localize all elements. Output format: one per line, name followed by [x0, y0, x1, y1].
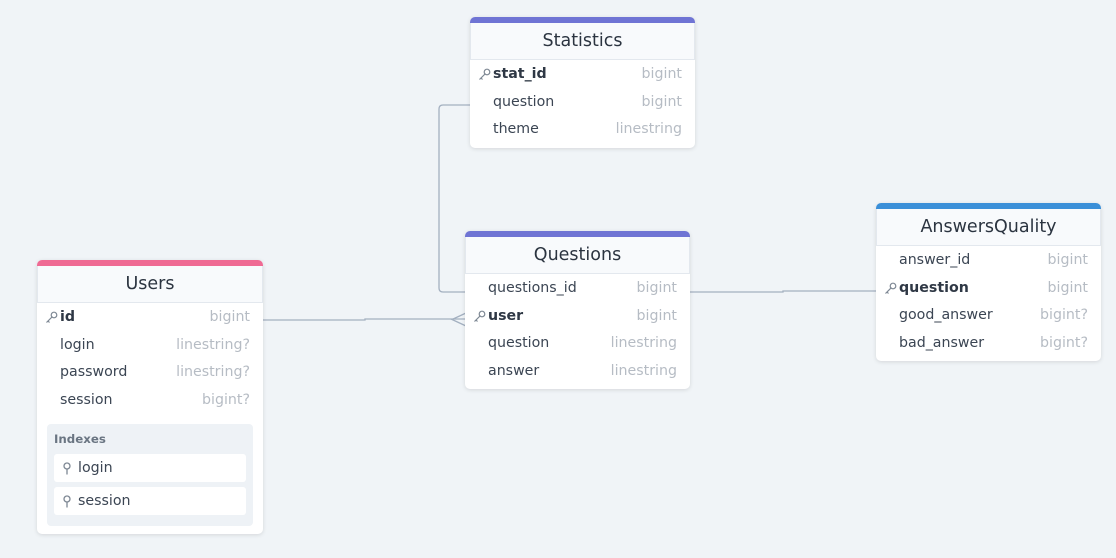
column-row[interactable]: user bigint: [465, 303, 690, 331]
column-type: linestring: [610, 362, 677, 379]
table-users[interactable]: Users id bigint login linestring? password li…: [37, 260, 263, 534]
key-icon: [44, 304, 58, 331]
key-icon: [883, 275, 897, 302]
table-accent-bar: [465, 231, 690, 237]
column-name: id: [60, 309, 76, 325]
column-name: good_answer: [899, 307, 993, 323]
column-type: bigint: [636, 280, 677, 296]
table-title[interactable]: Users: [37, 266, 263, 303]
column-name: question: [493, 93, 555, 110]
column-name: user: [488, 307, 524, 324]
column-type: bigint?: [1040, 334, 1088, 351]
column-row[interactable]: answer linestring: [465, 358, 690, 386]
column-type: linestring: [615, 121, 682, 137]
column-name: answer_id: [899, 252, 971, 268]
table-title[interactable]: AnswersQuality: [876, 209, 1101, 246]
column-list: id bigint login linestring? password linestri…: [37, 303, 263, 418]
pin-icon: [62, 494, 72, 508]
column-name: session: [60, 391, 113, 408]
index-label: login: [78, 460, 113, 476]
column-name: password: [60, 364, 128, 380]
column-type: linestring?: [176, 336, 250, 353]
column-type: bigint: [1047, 279, 1088, 296]
column-type: bigint: [1047, 252, 1088, 268]
index-label: session: [78, 493, 131, 509]
column-row[interactable]: id bigint: [37, 304, 263, 332]
column-type: linestring: [610, 335, 677, 351]
column-name: question: [899, 279, 969, 296]
column-type: bigint?: [202, 391, 250, 408]
column-row[interactable]: login linestring?: [37, 332, 263, 360]
column-row[interactable]: good_answer bigint?: [876, 302, 1101, 330]
key-icon: [477, 61, 491, 88]
column-type: linestring?: [176, 364, 250, 380]
index-item-login[interactable]: login: [54, 454, 246, 482]
column-type: bigint: [209, 309, 250, 325]
column-row[interactable]: question linestring: [465, 330, 690, 358]
column-type: bigint: [636, 307, 677, 324]
column-name: question: [488, 335, 550, 351]
column-row[interactable]: questions_id bigint: [465, 275, 690, 303]
table-accent-bar: [37, 260, 263, 266]
column-row[interactable]: question bigint: [470, 89, 695, 117]
column-name: bad_answer: [899, 334, 985, 351]
column-name: login: [60, 336, 95, 353]
column-row[interactable]: password linestring?: [37, 359, 263, 387]
column-row[interactable]: theme linestring: [470, 116, 695, 144]
crows-foot-icon: [450, 312, 467, 327]
column-name: questions_id: [488, 280, 577, 296]
indexes-title: Indexes: [54, 432, 106, 446]
column-name: answer: [488, 362, 540, 379]
edge-questions-answersquality[interactable]: [690, 290, 876, 293]
key-icon: [472, 303, 486, 330]
column-row[interactable]: question bigint: [876, 275, 1101, 303]
column-row[interactable]: session bigint?: [37, 387, 263, 415]
column-row[interactable]: bad_answer bigint?: [876, 330, 1101, 358]
column-name: stat_id: [493, 66, 547, 82]
pin-icon: [62, 461, 72, 475]
table-accent-bar: [470, 17, 695, 23]
column-type: bigint: [641, 93, 682, 110]
column-type: bigint: [641, 66, 682, 82]
column-name: theme: [493, 121, 539, 137]
table-title[interactable]: Statistics: [470, 23, 695, 60]
edge-users-questions[interactable]: [263, 318, 466, 321]
table-title[interactable]: Questions: [465, 237, 690, 274]
index-item-session[interactable]: session: [54, 487, 246, 515]
column-type: bigint?: [1040, 307, 1088, 323]
table-accent-bar: [876, 203, 1101, 209]
column-row[interactable]: answer_id bigint: [876, 247, 1101, 275]
indexes-section: Indexes login session: [47, 424, 253, 526]
column-row[interactable]: stat_id bigint: [470, 61, 695, 89]
